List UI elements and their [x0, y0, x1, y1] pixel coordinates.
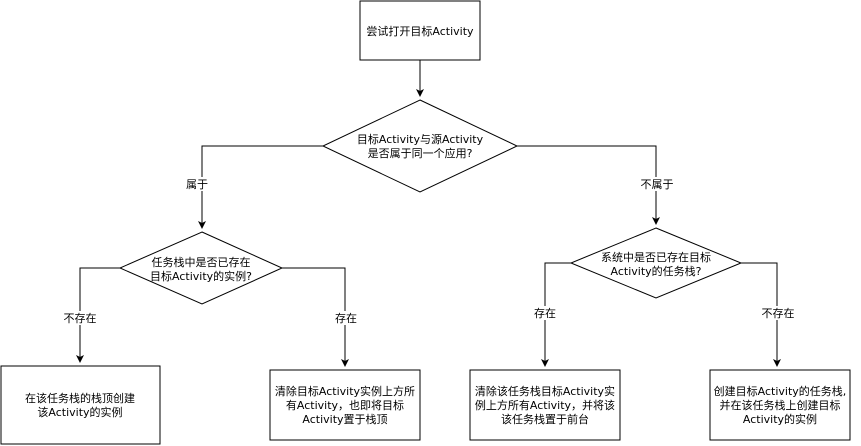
- edge-not-belongs: [517, 145, 660, 225]
- edge-exist-left: [282, 267, 349, 367]
- edge-not-exist-left: [76, 267, 120, 363]
- edge-label-exist-right: 存在: [534, 306, 556, 320]
- node-result-clear-move-text: 清除该任务栈目标Activity实例上方所有Activity，并将该该任务栈置于…: [475, 384, 615, 426]
- result-clear-move-line: 清除该任务栈目标Activity实: [475, 384, 615, 398]
- edge-label-not-belongs: 不属于: [641, 178, 674, 191]
- result-create-top-line: 在该任务栈的栈顶创建: [25, 391, 135, 405]
- result-create-task-line: 创建目标Activity的任务栈,: [714, 384, 847, 398]
- decision-instance-line: 目标Activity的实例?: [150, 269, 252, 283]
- node-start-text: 尝试打开目标Activity: [366, 24, 474, 38]
- result-create-top-line: 该Activity的实例: [37, 405, 122, 419]
- edge-label-not-exist-left: 不存在: [64, 311, 97, 325]
- node-result-clear-move-box: [469, 369, 621, 441]
- decision-same-app-line: 目标Activity与源Activity: [357, 132, 484, 146]
- edge-label-belongs: 属于: [186, 178, 208, 191]
- result-create-task-line: 并在该任务栈上创建目标: [720, 398, 841, 412]
- decision-task-line: Activity的任务栈?: [611, 264, 702, 278]
- decision-same-app-line: 是否属于同一个应用?: [368, 146, 473, 160]
- result-clear-move-line: 例上方所有Activity，并将该: [475, 398, 615, 412]
- result-clear-top-line: 有Activity，也即将目标: [286, 398, 404, 412]
- edge-belongs: [198, 145, 323, 229]
- edge-exist-right: [541, 262, 571, 367]
- decision-task-line: 系统中是否已存在目标: [601, 250, 711, 264]
- node-decision-instance-shape: [118, 231, 284, 305]
- node-decision-same-app-shape: [321, 99, 519, 193]
- node-result-create-top-box: [0, 365, 161, 445]
- result-clear-top-line: 清除目标Activity实例上方所: [275, 384, 415, 398]
- result-create-task-line: Activity的实例: [743, 412, 817, 426]
- node-decision-instance-text: 任务栈中是否已存在目标Activity的实例?: [150, 255, 252, 283]
- node-result-create-top-text: 在该任务栈的栈顶创建该Activity的实例: [25, 391, 135, 419]
- node-decision-task-shape: [569, 227, 743, 299]
- decision-instance-line: 任务栈中是否已存在: [152, 255, 251, 269]
- edge-label-not-exist-right: 不存在: [762, 306, 795, 320]
- start-line: 尝试打开目标Activity: [366, 24, 474, 38]
- node-result-create-task-box: [709, 369, 851, 441]
- edge-label-exist-left: 存在: [335, 311, 357, 325]
- edge-not-exist-right: [741, 262, 781, 367]
- result-clear-move-line: 该任务栈置于前台: [501, 412, 589, 426]
- node-start-box: [359, 0, 481, 61]
- result-clear-top-line: Activity置于栈顶: [302, 412, 387, 426]
- node-result-clear-top-box: [269, 369, 421, 441]
